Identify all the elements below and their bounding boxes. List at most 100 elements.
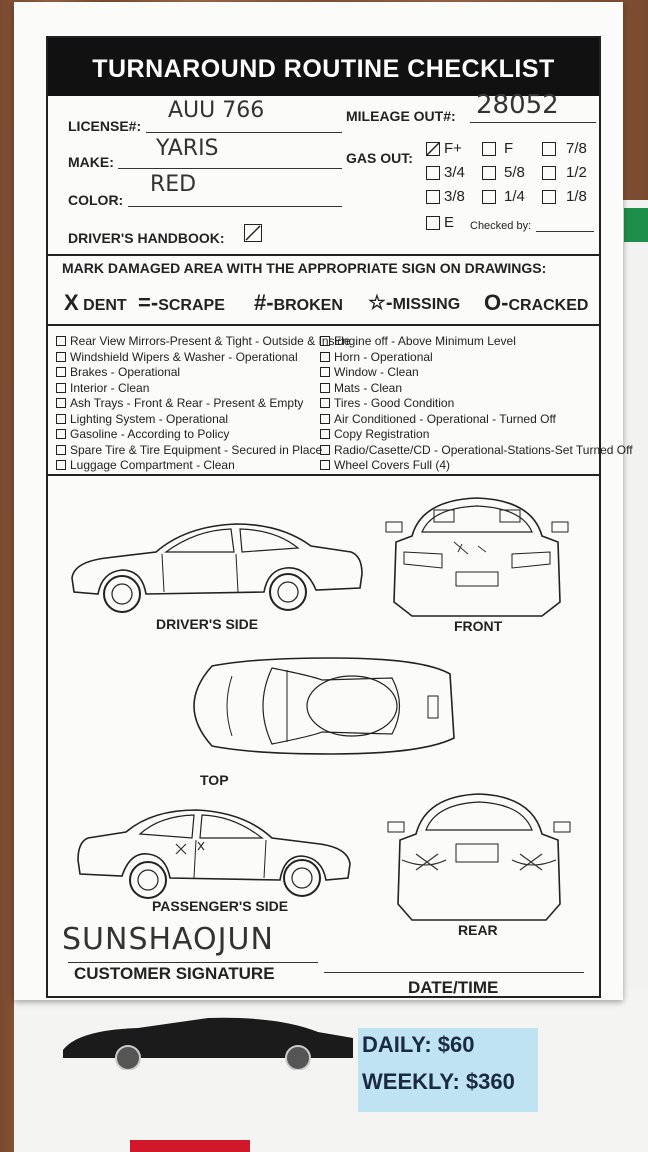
daily-price: DAILY: $60 <box>362 1032 475 1057</box>
checklist-form: TURNAROUND ROUTINE CHECKLIST LICENSE#: A… <box>46 36 633 998</box>
checklist-checkbox[interactable] <box>320 413 330 424</box>
checklist-checkbox[interactable] <box>320 444 330 455</box>
check-mark-icon <box>426 142 440 156</box>
gas-checkbox-1-2[interactable] <box>542 166 556 180</box>
make-value: YARIS <box>156 136 219 161</box>
gas-label: GAS OUT: <box>346 150 413 166</box>
checklist-checkbox[interactable] <box>320 351 330 362</box>
mileage-value: 28052 <box>476 90 559 120</box>
gas-option-label: E <box>444 214 455 231</box>
checklist-checkbox[interactable] <box>320 429 330 439</box>
checklist-item-label: Gasoline - According to Policy <box>70 427 230 441</box>
date-time-label: DATE/TIME <box>408 978 499 997</box>
checklist-item: Tires - Good Condition <box>320 396 454 410</box>
checklist-item-label: Engine off - Above Minimum Level <box>334 334 516 348</box>
checklist-checkbox[interactable] <box>320 398 330 408</box>
legend-cracked: O-CRACKED <box>484 290 589 315</box>
checklist-item: Gasoline - According to Policy <box>56 427 229 441</box>
gas-option-label: 1/4 <box>504 188 525 205</box>
checklist-checkbox[interactable] <box>56 460 66 470</box>
checklist-item: Windshield Wipers & Washer - Operational <box>56 350 298 364</box>
legend-dent: X DENT <box>64 290 127 315</box>
checklist-item: Spare Tire & Tire Equipment - Secured in… <box>56 443 322 457</box>
checklist-item: Ash Trays - Front & Rear - Present & Emp… <box>56 396 303 410</box>
legend-scrape: =-SCRAPE <box>138 290 225 315</box>
checklist-checkbox[interactable] <box>56 382 66 393</box>
background-green-tab <box>624 208 648 242</box>
checklist-item: Rear View Mirrors-Present & Tight - Outs… <box>56 334 351 348</box>
checklist-checkbox[interactable] <box>56 444 66 455</box>
check-mark-icon <box>245 225 261 241</box>
gas-checkbox-3-4[interactable] <box>426 166 440 180</box>
checklist-item-label: Copy Registration <box>334 427 430 441</box>
gas-option-label: 3/4 <box>444 164 465 181</box>
checklist-item-label: Rear View Mirrors-Present & Tight - Outs… <box>70 334 351 348</box>
poster-car-image <box>63 1017 353 1070</box>
car-drivers-side-drawing <box>71 523 363 613</box>
checklist-item: Window - Clean <box>320 365 419 379</box>
handbook-checkbox[interactable] <box>244 224 262 242</box>
gas-checkbox-5-8[interactable] <box>482 166 496 180</box>
color-label: COLOR: <box>68 192 124 208</box>
gas-option-label: 1/8 <box>566 188 587 205</box>
passengers-side-label: PASSENGER'S SIDE <box>152 898 289 914</box>
gas-checkbox-1-4[interactable] <box>482 190 496 204</box>
handbook-label: DRIVER'S HANDBOOK: <box>68 230 225 246</box>
make-label: MAKE: <box>68 154 114 170</box>
checklist-item-label: Lighting System - Operational <box>70 411 229 426</box>
gas-option-label: 7/8 <box>566 140 587 157</box>
checklist-checkbox[interactable] <box>56 429 66 439</box>
mileage-label: MILEAGE OUT#: <box>346 108 456 124</box>
checklist-item: Wheel Covers Full (4) <box>320 458 450 472</box>
checklist-item: Lighting System - Operational <box>56 412 228 426</box>
checklist-checkbox[interactable] <box>56 367 66 377</box>
checklist-checkbox[interactable] <box>56 336 66 346</box>
checklist-item: Brakes - Operational <box>56 365 180 379</box>
gas-checkbox-f-plus[interactable] <box>426 142 440 156</box>
gas-checkbox-7-8[interactable] <box>542 142 556 156</box>
checklist-item-label: Spare Tire & Tire Equipment - Secured in… <box>70 442 323 457</box>
gas-checkbox-3-8[interactable] <box>426 190 440 204</box>
checklist-item: Luggage Compartment - Clean <box>56 458 235 472</box>
checklist-item: Horn - Operational <box>320 350 433 364</box>
checklist-checkbox[interactable] <box>320 336 330 346</box>
gas-checkbox-f[interactable] <box>482 142 496 156</box>
gas-checkbox-1-8[interactable] <box>542 190 556 204</box>
gas-option-label: 3/8 <box>444 188 465 205</box>
color-value: RED <box>150 172 197 197</box>
checklist-checkbox[interactable] <box>320 460 330 470</box>
checklist-item-label: Radio/Casette/CD - Operational-Stations-… <box>334 442 633 457</box>
checklist-item: Radio/Casette/CD - Operational-Stations-… <box>320 443 633 457</box>
checklist-item-label: Interior - Clean <box>70 380 150 395</box>
checklist-checkbox[interactable] <box>56 351 66 362</box>
drivers-side-label: DRIVER'S SIDE <box>156 616 259 632</box>
gas-option-label: F+ <box>444 140 462 157</box>
car-top-drawing <box>193 657 455 755</box>
gas-checkbox-e[interactable] <box>426 216 440 230</box>
car-front-drawing <box>385 497 569 617</box>
checklist-item-label: Ash Trays - Front & Rear - Present & Emp… <box>70 396 304 410</box>
price-box <box>358 1028 538 1112</box>
checked-by-label: Checked by: <box>470 220 532 232</box>
checklist-item-label: Air Conditioned - Operational - Turned O… <box>334 411 556 426</box>
checklist-item-label: Mats - Clean <box>334 380 403 395</box>
checklist-checkbox[interactable] <box>320 382 330 393</box>
checklist-item: Engine off - Above Minimum Level <box>320 334 516 348</box>
checklist-item-label: Windshield Wipers & Washer - Operational <box>70 349 298 364</box>
checklist-item-label: Horn - Operational <box>334 349 433 364</box>
checklist-checkbox[interactable] <box>56 413 66 424</box>
checklist-item-label: Tires - Good Condition <box>334 396 455 410</box>
legend-missing: ☆-MISSING <box>368 292 461 314</box>
gas-option-label: F <box>504 140 514 157</box>
checklist-checkbox[interactable] <box>320 367 330 377</box>
weekly-price: WEEKLY: $360 <box>362 1069 515 1094</box>
checklist-item: Mats - Clean <box>320 381 402 395</box>
background-rental-poster <box>14 990 648 1152</box>
gas-option-label: 5/8 <box>504 164 525 181</box>
checklist-item: Copy Registration <box>320 427 429 441</box>
top-label: TOP <box>200 772 229 788</box>
checklist-item-label: Window - Clean <box>334 365 419 379</box>
checklist-checkbox[interactable] <box>56 398 66 408</box>
legend-broken: #-BROKEN <box>254 290 343 315</box>
gas-option-label: 1/2 <box>566 164 587 181</box>
